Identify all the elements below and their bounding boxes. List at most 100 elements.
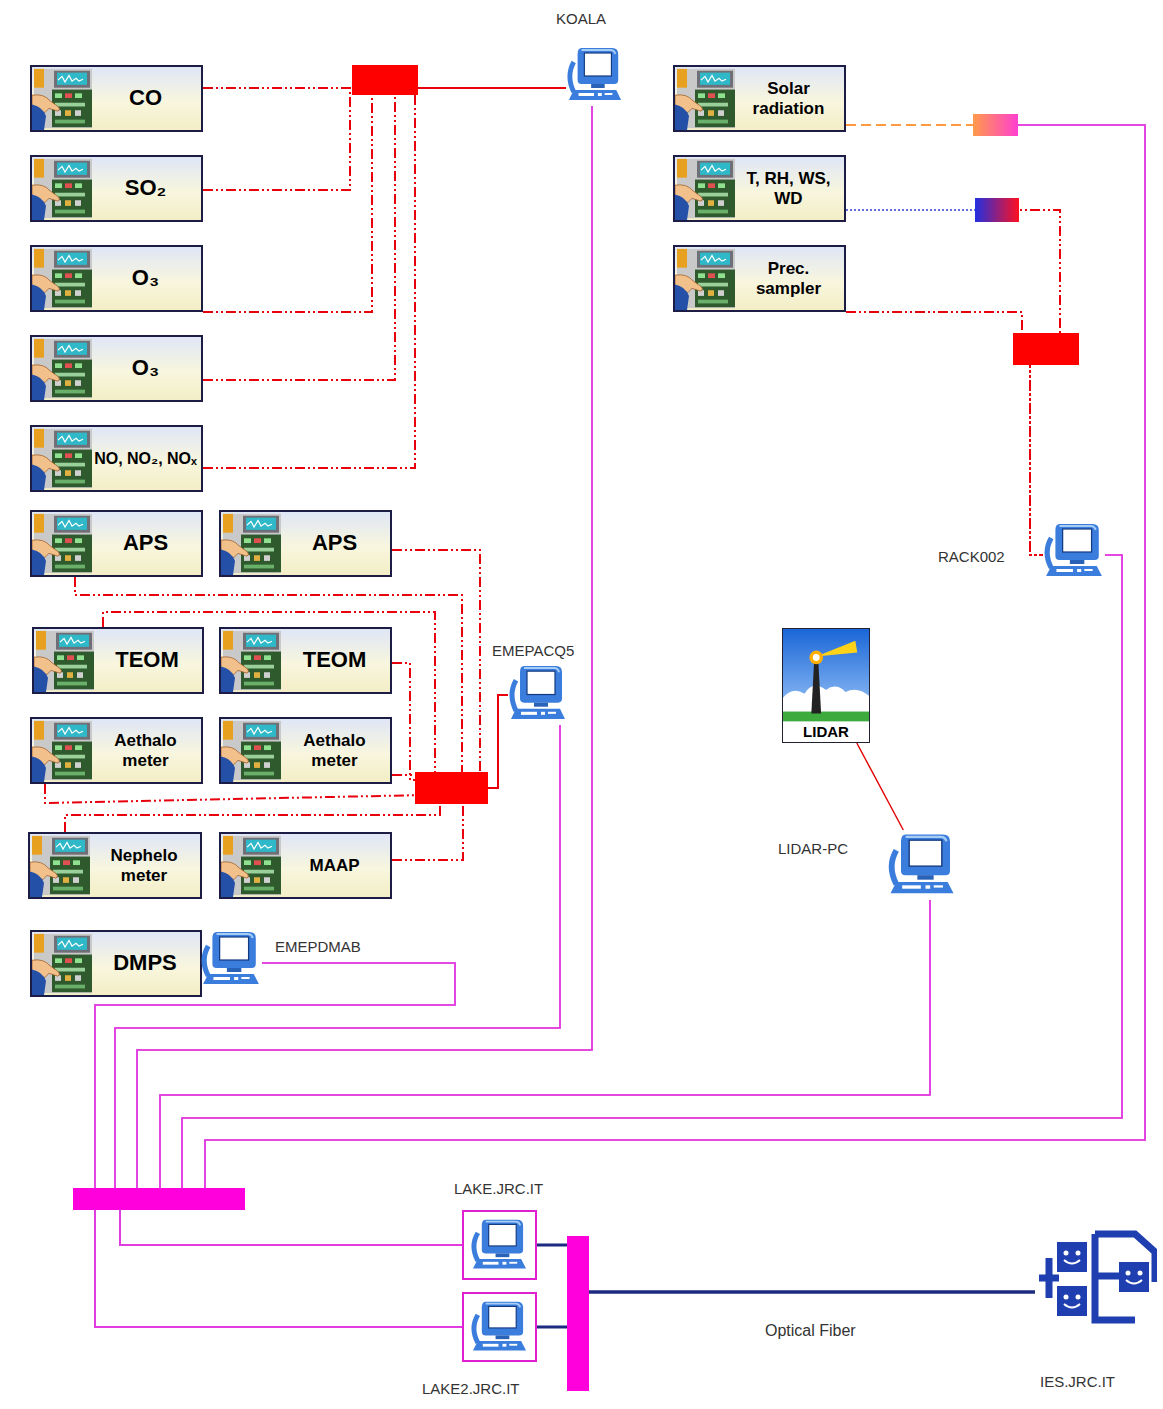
- connector-line: [95, 125, 1145, 1327]
- instrument-box: O₃: [30, 335, 203, 402]
- instrument-icon: [32, 67, 94, 130]
- connector: [857, 743, 904, 830]
- connector-line: [203, 88, 566, 190]
- connector: [392, 550, 508, 788]
- computer-icon: EMEPACQ5: [508, 662, 568, 725]
- label-area: DMPS: [94, 932, 196, 995]
- host-name: KOALA: [556, 10, 606, 27]
- network-icon: IES.JRC.IT: [1035, 1228, 1157, 1325]
- connector: [846, 210, 1060, 555]
- instrument-icon: [221, 719, 283, 782]
- connector: [95, 125, 1145, 1327]
- instrument-box: SO₂: [30, 155, 203, 222]
- magenta-switch: [567, 1236, 589, 1391]
- instrument-name: Nephelo meter: [92, 846, 196, 884]
- label-area: TEOM: [283, 629, 386, 692]
- connector: [120, 555, 1122, 1245]
- connector: [392, 695, 508, 860]
- instrument-icon: [30, 834, 92, 897]
- instrument-name: MAAP: [309, 856, 359, 875]
- connector-line: [203, 88, 566, 380]
- label-area: SO₂: [94, 157, 197, 220]
- icon-art: [470, 1298, 529, 1356]
- connector: [203, 88, 566, 190]
- connector-line: [857, 743, 904, 830]
- label-area: APS: [283, 512, 386, 575]
- lidar-picture: LIDAR: [782, 628, 870, 743]
- icon-art: [200, 928, 262, 990]
- label-area: O₃: [94, 337, 197, 400]
- instrument-icon: [32, 157, 94, 220]
- instrument-box: TEOM: [32, 627, 204, 694]
- computer-icon: LAKE2.JRC.IT: [462, 1292, 537, 1362]
- host-name: IES.JRC.IT: [1040, 1373, 1115, 1390]
- icon-art: [470, 1216, 529, 1274]
- instrument-box: NO, NO₂, NOₓ: [30, 425, 203, 492]
- icon-art: [508, 662, 568, 725]
- host-name: RACK002: [938, 548, 1005, 565]
- red-hub: [1013, 333, 1079, 365]
- computer-icon: RACK002: [1043, 520, 1105, 582]
- label-area: Solar radiation: [737, 67, 840, 130]
- computer-icon: LAKE.JRC.IT: [462, 1210, 537, 1280]
- icon-art: [1043, 520, 1105, 582]
- instrument-box: MAAP: [219, 832, 392, 899]
- instrument-icon: [34, 629, 96, 692]
- instrument-icon: [675, 67, 737, 130]
- connector: [95, 900, 930, 1327]
- instrument-name: DMPS: [113, 951, 177, 976]
- label-area: T, RH, WS, WD: [737, 157, 840, 220]
- instrument-name: NO, NO₂, NOₓ: [94, 450, 197, 468]
- instrument-box: DMPS: [30, 930, 202, 997]
- connector: [45, 695, 508, 803]
- connector: [537, 1245, 1035, 1292]
- label-area: Aethalo meter: [283, 719, 386, 782]
- connector: [203, 88, 566, 468]
- connector-line: [95, 725, 560, 1327]
- host-name: LAKE2.JRC.IT: [422, 1380, 520, 1397]
- converter: [973, 114, 1018, 136]
- connector-line: [120, 555, 1122, 1245]
- instrument-icon: [32, 427, 94, 490]
- connector-line: [392, 550, 508, 788]
- lidar-name: LIDAR: [783, 723, 869, 740]
- computer-icon: LIDAR-PC: [887, 830, 957, 900]
- blue-link-underlay: [846, 208, 975, 212]
- instrument-box: APS: [30, 510, 203, 577]
- red-hub: [415, 772, 488, 804]
- instrument-box: T, RH, WS, WD: [673, 155, 846, 222]
- connector-line: [95, 900, 930, 1327]
- icon-art: [887, 830, 957, 900]
- connector: [95, 963, 462, 1327]
- label-area: APS: [94, 512, 197, 575]
- connector-line: [203, 88, 566, 468]
- blue-serial-link: [846, 209, 975, 211]
- instrument-icon: [32, 719, 94, 782]
- instrument-name: SO₂: [125, 176, 167, 201]
- instrument-name: Aethalo meter: [283, 731, 386, 769]
- label-area: Nephelo meter: [92, 834, 196, 897]
- connector-line: [392, 695, 508, 860]
- host-name: EMEPACQ5: [492, 642, 574, 659]
- instrument-icon: [32, 512, 94, 575]
- instrument-box: CO: [30, 65, 203, 132]
- instrument-icon: [32, 337, 94, 400]
- label-area: Prec. sampler: [737, 247, 840, 310]
- instrument-icon: [221, 834, 283, 897]
- instrument-box: O₃: [30, 245, 203, 312]
- instrument-name: Solar radiation: [737, 79, 840, 117]
- instrument-box: TEOM: [219, 627, 392, 694]
- connector-line: [95, 555, 1122, 1327]
- label-area: O₃: [94, 247, 197, 310]
- connector-line: [203, 88, 566, 312]
- connector: [203, 88, 566, 312]
- instrument-name: APS: [312, 531, 357, 556]
- red-hub: [352, 65, 418, 95]
- connector-line: [392, 663, 508, 788]
- label-area: CO: [94, 67, 197, 130]
- edge-label: Optical Fiber: [762, 1322, 859, 1340]
- instrument-name: O₃: [132, 266, 159, 291]
- host-name: LIDAR-PC: [778, 840, 848, 857]
- connector: [392, 663, 508, 788]
